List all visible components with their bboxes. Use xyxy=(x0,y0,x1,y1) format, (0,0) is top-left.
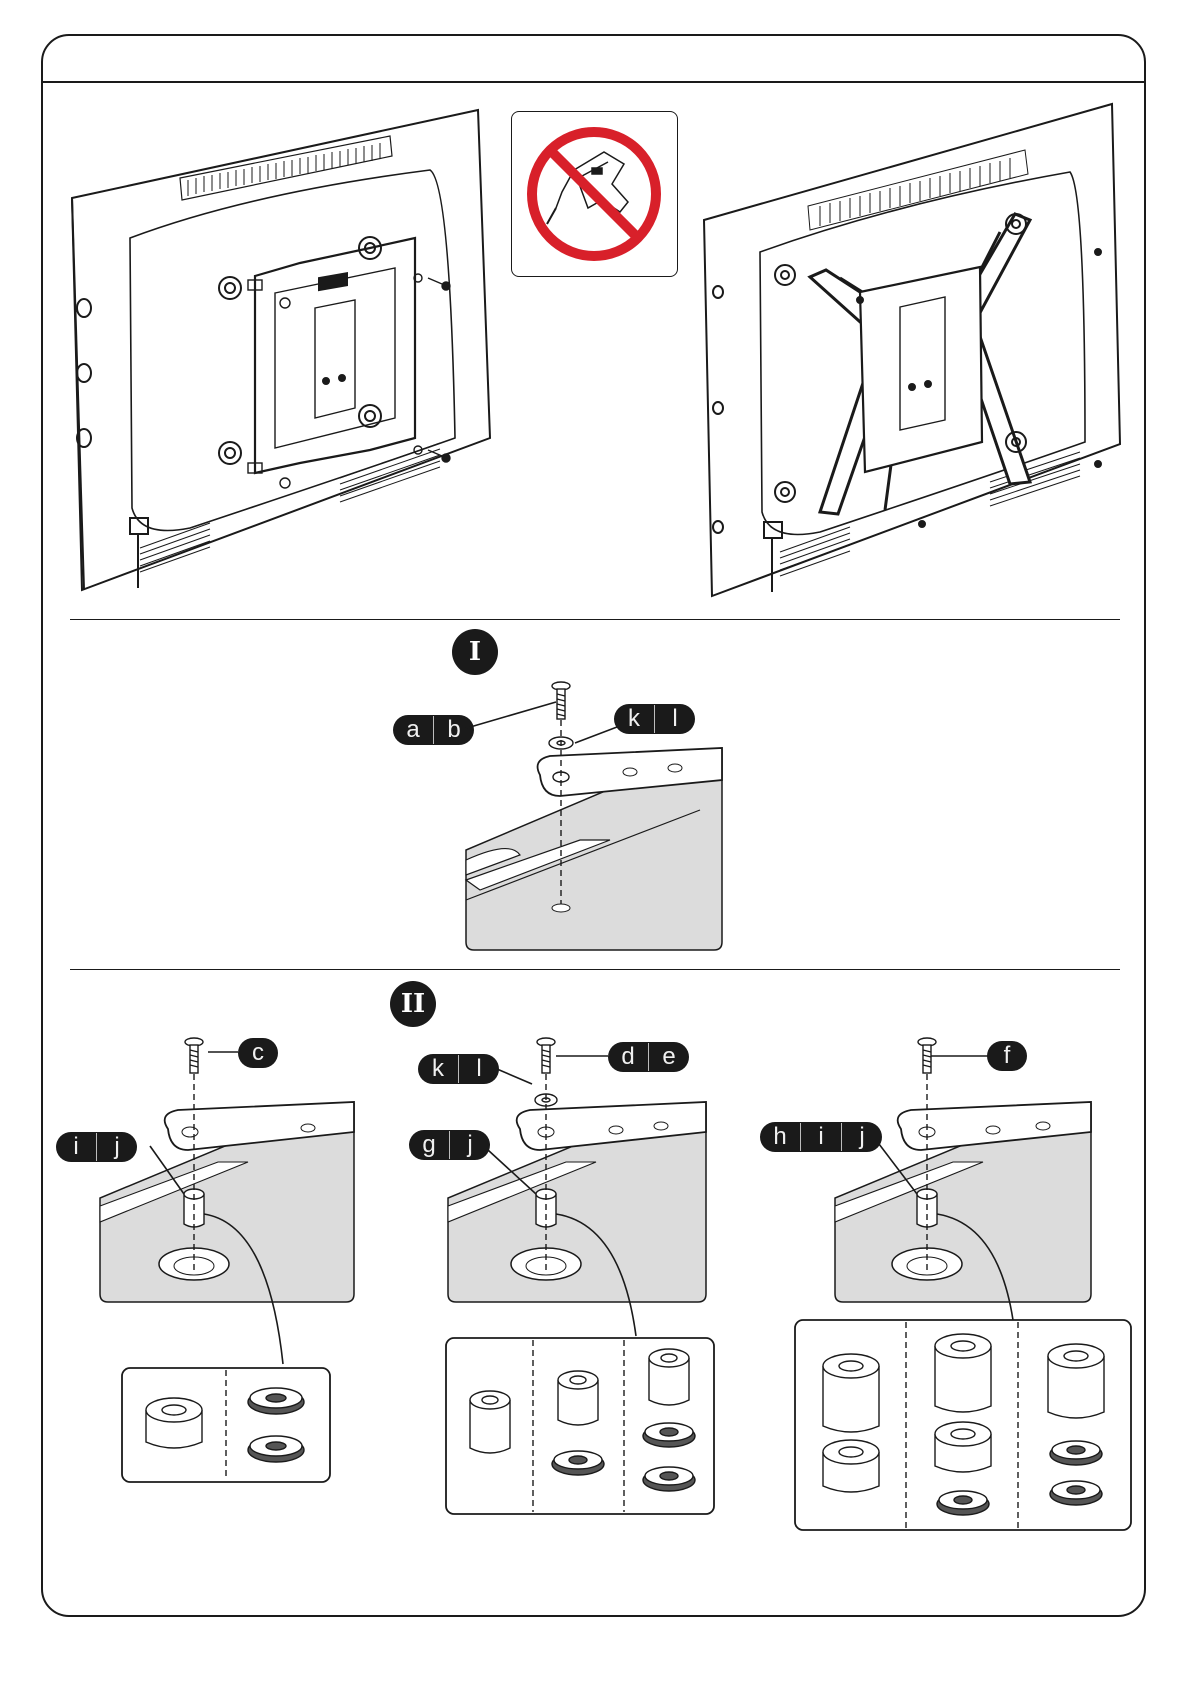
no-power-drill-sign xyxy=(511,111,678,277)
step-1-badge: I xyxy=(452,629,498,675)
section-rule-1 xyxy=(70,619,1120,620)
step-2-variant-right-illustration xyxy=(793,1034,1133,1534)
callout-i-left: i xyxy=(56,1133,96,1161)
callout-g: g xyxy=(409,1131,449,1159)
callout-a: a xyxy=(393,716,433,744)
step-2-variant-left-illustration xyxy=(98,1034,358,1486)
step-2-numeral: II xyxy=(401,989,425,1019)
step-1-detail-illustration xyxy=(460,680,730,952)
step-2-variant-middle-illustration xyxy=(446,1034,716,1516)
tv-small-bracket-illustration xyxy=(70,108,490,593)
section-rule-2 xyxy=(70,969,1120,970)
no-power-drill-icon xyxy=(512,112,676,275)
tv-large-bracket-illustration xyxy=(700,102,1120,597)
step-1-numeral: I xyxy=(469,637,481,667)
header-rule xyxy=(43,81,1144,83)
step-2-badge: II xyxy=(390,981,436,1027)
